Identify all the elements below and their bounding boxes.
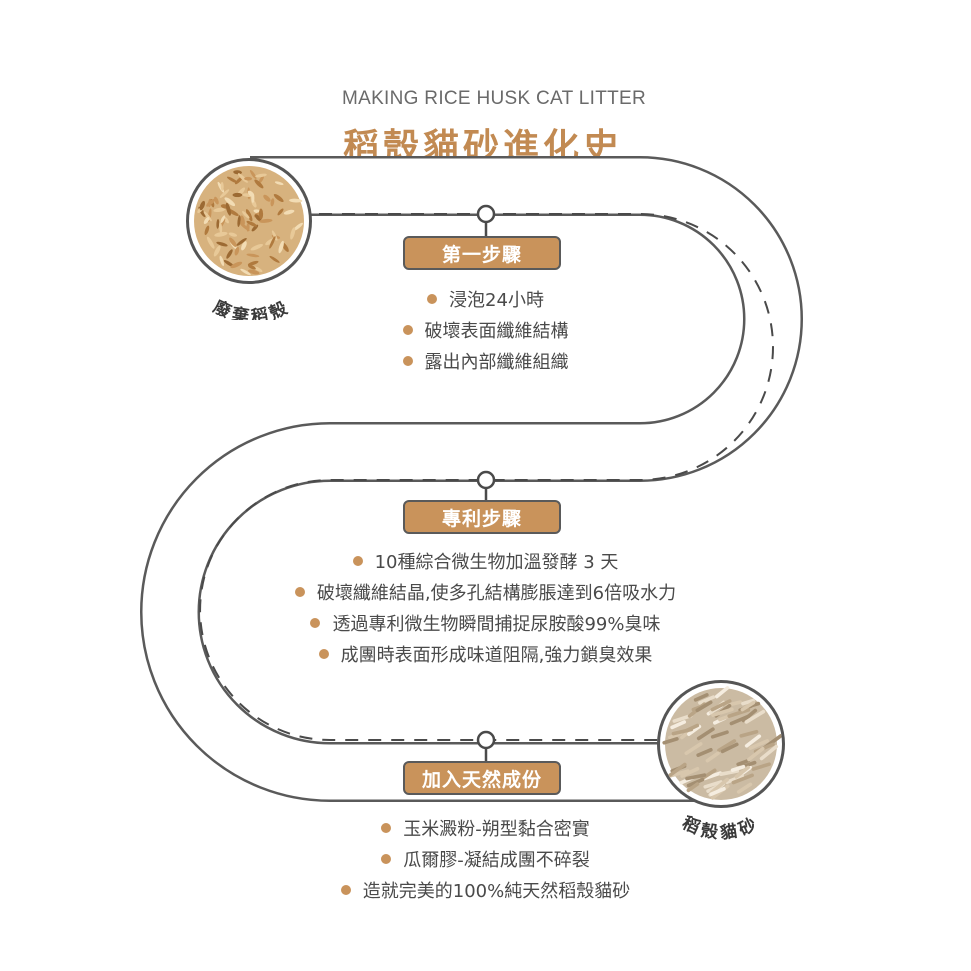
bullet-icon: [294, 586, 305, 597]
bullet-icon: [381, 853, 392, 864]
list-item: 浸泡24小時: [0, 283, 971, 314]
list-item: 破壞纖維結晶,使多孔結構膨脹達到6倍吸水力: [0, 576, 971, 607]
list-item: 露出內部纖維組織: [0, 345, 971, 376]
list-item: 造就完美的100%純天然稻殼貓砂: [0, 874, 971, 905]
bullet-icon: [402, 355, 413, 366]
litter-label: 稻殼貓砂: [679, 812, 759, 843]
list-item: 瓜爾膠-凝結成團不碎裂: [0, 843, 971, 874]
step-marker-1: [476, 204, 496, 238]
step-1-badge: 第一步驟: [403, 236, 561, 270]
step-2-badge: 專利步驟: [403, 500, 561, 534]
list-item: 10種綜合微生物加溫發酵 3 天: [0, 545, 971, 576]
rice-husk-photo: [186, 158, 312, 284]
list-item: 破壞表面纖維結構: [0, 314, 971, 345]
bullet-icon: [310, 617, 321, 628]
list-item: 透過專利微生物瞬間捕捉尿胺酸99%臭味: [0, 607, 971, 638]
bullet-icon: [381, 822, 392, 833]
step-marker-3: [476, 730, 496, 762]
list-item: 成團時表面形成味道阻隔,強力鎖臭效果: [0, 638, 971, 669]
subtitle: MAKING RICE HUSK CAT LITTER: [341, 88, 647, 109]
list-item: 玉米澱粉-朔型黏合密實: [0, 812, 971, 843]
husk-label: 廢棄稻殼: [210, 296, 290, 320]
step-1-list: 浸泡24小時 破壞表面纖維結構 露出內部纖維組織: [0, 283, 971, 376]
bullet-icon: [340, 884, 351, 895]
step-3-badge: 加入天然成份: [403, 761, 561, 795]
bullet-icon: [318, 648, 329, 659]
bullet-icon: [427, 293, 438, 304]
step-2-list: 10種綜合微生物加溫發酵 3 天 破壞纖維結晶,使多孔結構膨脹達到6倍吸水力 透…: [0, 545, 971, 669]
bullet-icon: [352, 555, 363, 566]
step-marker-2: [476, 470, 496, 500]
cat-litter-photo: [657, 680, 785, 808]
bullet-icon: [402, 324, 413, 335]
step-3-list: 玉米澱粉-朔型黏合密實 瓜爾膠-凝結成團不碎裂 造就完美的100%純天然稻殼貓砂: [0, 812, 971, 905]
